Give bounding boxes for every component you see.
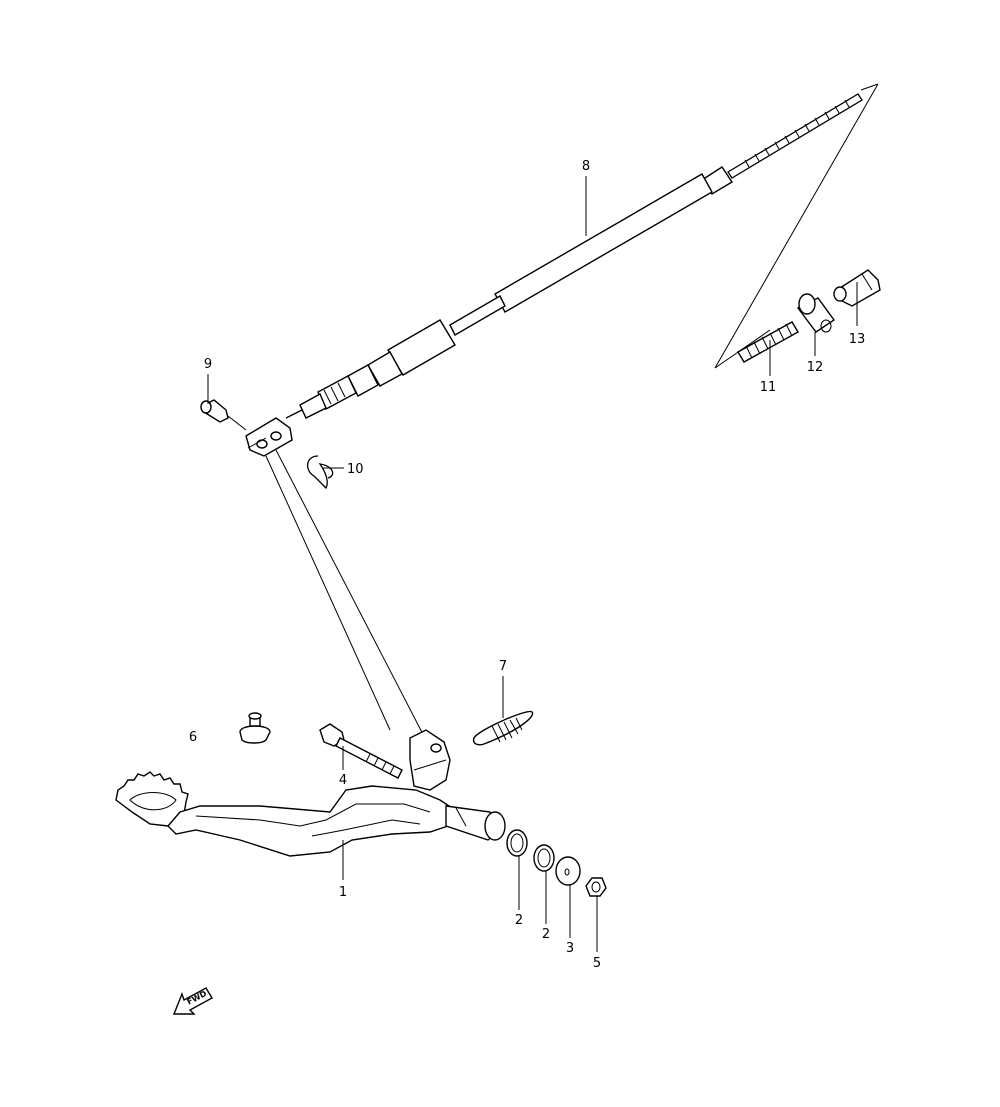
callout-5: 5 bbox=[593, 956, 601, 971]
assembly-guide-lines bbox=[265, 449, 429, 745]
callout-10: 10 bbox=[347, 462, 364, 477]
flat-washer bbox=[555, 856, 581, 886]
forward-arrow-icon: FWD bbox=[172, 987, 213, 1015]
callout-3: 3 bbox=[566, 941, 574, 956]
clevis-pin bbox=[200, 399, 247, 431]
callout-7: 7 bbox=[499, 659, 507, 674]
callout-8: 8 bbox=[582, 159, 590, 174]
brake-cable bbox=[285, 93, 863, 419]
washer-a bbox=[506, 829, 528, 857]
callout-6: 6 bbox=[189, 730, 197, 745]
callout-2b: 2 bbox=[542, 927, 550, 942]
callout-13: 13 bbox=[849, 332, 866, 347]
return-spring bbox=[472, 710, 534, 746]
callout-4: 4 bbox=[339, 773, 347, 788]
detail-bolt bbox=[833, 269, 881, 307]
rubber-stopper bbox=[239, 712, 271, 744]
callout-1: 1 bbox=[339, 885, 347, 900]
callout-labels: 1 2 2 3 4 5 6 7 8 9 10 11 12 13 bbox=[189, 159, 865, 971]
detail-collar bbox=[796, 293, 835, 333]
detail-spring bbox=[737, 321, 799, 363]
callout-11: 11 bbox=[760, 380, 777, 395]
callout-12: 12 bbox=[807, 360, 824, 375]
pivot-bolt bbox=[319, 723, 403, 779]
callout-9: 9 bbox=[204, 357, 212, 372]
washer-b bbox=[533, 844, 555, 872]
leader-lines bbox=[207, 176, 858, 952]
brake-pedal bbox=[115, 729, 506, 857]
clevis-joint bbox=[245, 417, 293, 457]
detail-inset-outline bbox=[714, 83, 879, 369]
hex-nut bbox=[585, 877, 607, 897]
callout-2a: 2 bbox=[515, 913, 523, 928]
cotter-pin bbox=[307, 455, 334, 490]
